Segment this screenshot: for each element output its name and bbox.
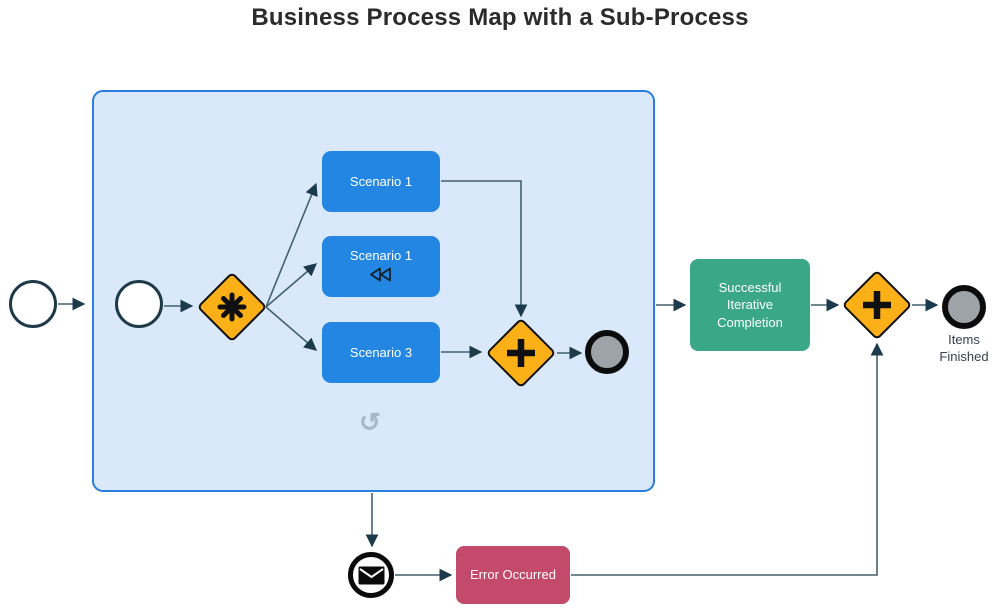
task-label: Scenario 3 [349,344,413,360]
task-label: Scenario 1 [349,173,413,189]
parallel-gateway-join [841,269,913,341]
end-event-items-finished [942,285,986,329]
asterisk-icon [217,292,247,322]
task-label: Scenario 1 [349,247,413,263]
envelope-icon [358,566,385,585]
end-event-label: Items Finished [939,332,989,364]
plus-icon [861,289,893,321]
task-label: Error Occurred [470,567,556,583]
task-successful-completion: Successful Iterative Completion [690,259,810,351]
loop-icon: ↺ [359,407,381,437]
complex-gateway [196,271,268,343]
message-event [348,552,394,598]
task-label: Successful Iterative Completion [717,279,783,330]
parallel-gateway-inner [485,317,557,389]
task-scenario-1: Scenario 1 [322,151,440,212]
start-event-inner [115,280,163,328]
end-event-inner [585,330,629,374]
rewind-icon [369,267,393,287]
plus-icon [505,337,537,369]
page-title: Business Process Map with a Sub-Process [251,4,749,31]
start-event-outer [9,280,57,328]
task-scenario-1-compensation: Scenario 1 [322,236,440,297]
task-scenario-3: Scenario 3 [322,322,440,383]
task-error-occurred: Error Occurred [456,546,570,604]
